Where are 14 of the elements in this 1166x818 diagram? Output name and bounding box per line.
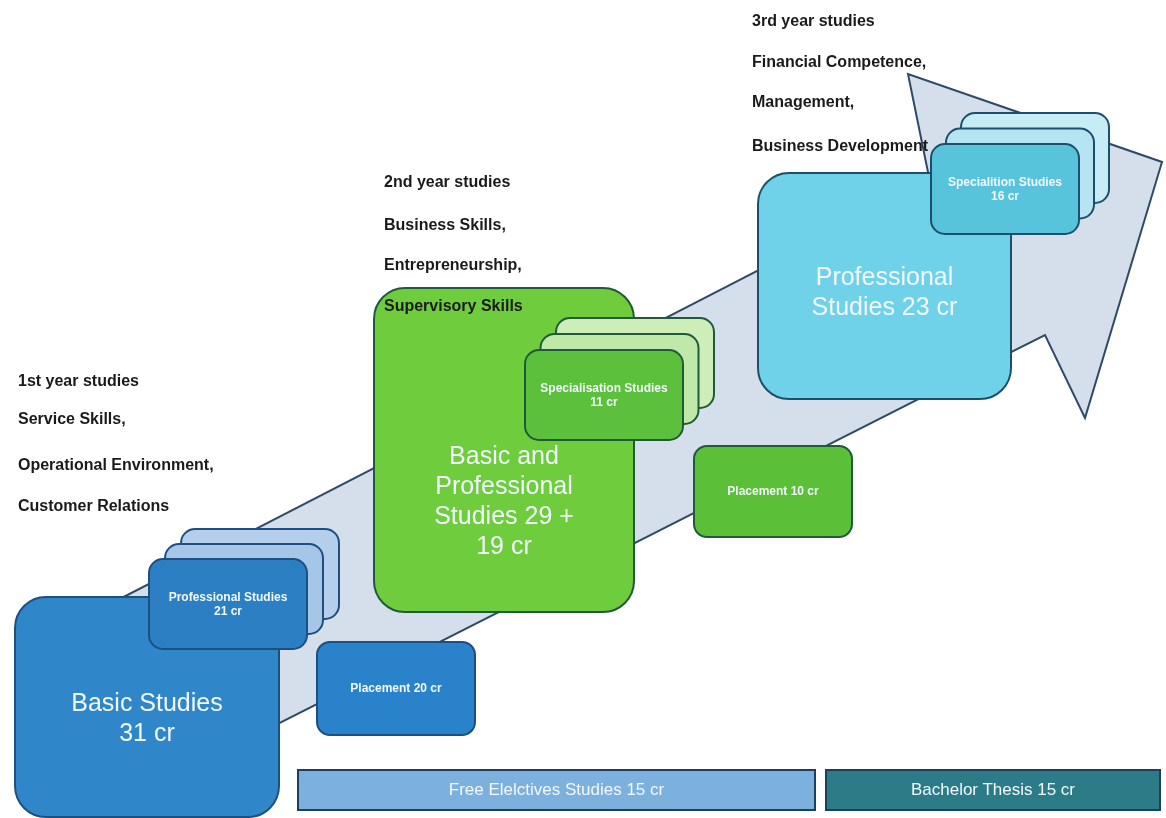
topic-text: Business Skills, xyxy=(384,216,506,234)
topic-text: Operational Environment, xyxy=(18,456,214,474)
topic-text: Supervisory Skills xyxy=(384,297,523,315)
year-heading: 1st year studies xyxy=(18,372,139,390)
elective-bar: Free Elelctives Studies 15 cr xyxy=(297,769,816,811)
year-heading: 2nd year studies xyxy=(384,173,511,191)
topic-text: Service Skills, xyxy=(18,410,126,428)
topic-text: Customer Relations xyxy=(18,497,170,515)
thesis-bar: Bachelor Thesis 15 cr xyxy=(825,769,1161,811)
course-box: Placement 20 cr xyxy=(316,641,476,736)
course-box: Placement 10 cr xyxy=(693,445,853,538)
year-heading: 3rd year studies xyxy=(752,12,875,30)
topic-text: Financial Competence, xyxy=(752,53,927,71)
topic-text: Management, xyxy=(752,93,855,111)
